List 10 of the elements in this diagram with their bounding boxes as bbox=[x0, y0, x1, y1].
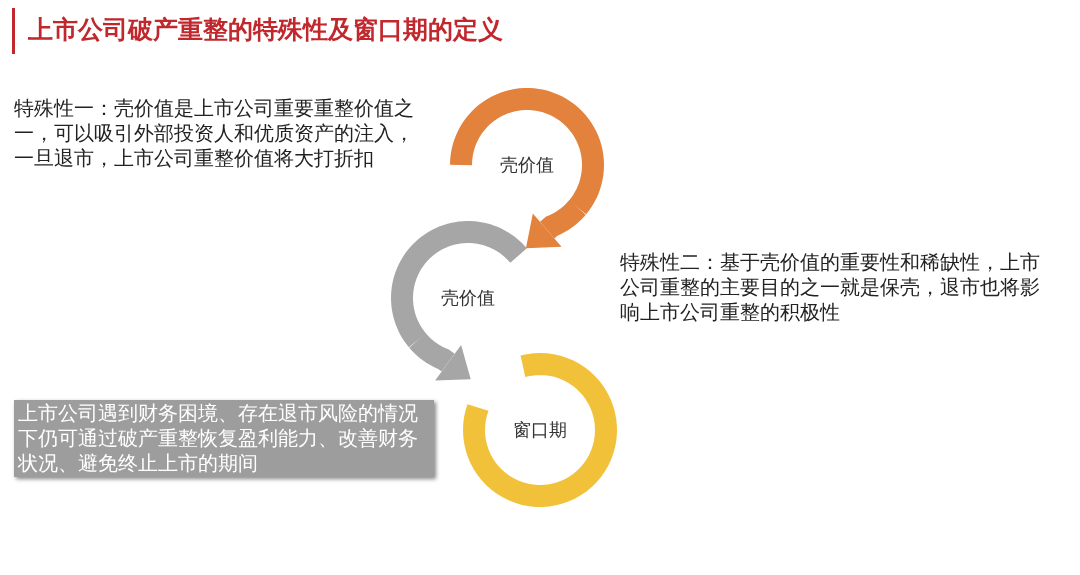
ring-label: 壳价值 bbox=[441, 286, 495, 310]
description-text: 特殊性一：壳价值是上市公司重要重整价值之一，可以吸引外部投资人和优质资产的注入，一旦退市，上市公司重整价值将大打折扣 bbox=[14, 96, 415, 171]
description-text: 特殊性二：基于壳价值的重要性和稀缺性，上市公司重整的主要目的之一就是保壳，退市也将影响上市公司重整的积极性 bbox=[620, 250, 1041, 325]
cycle-ring bbox=[460, 350, 620, 510]
ring-label: 窗口期 bbox=[513, 418, 567, 442]
curved-arrow bbox=[409, 332, 471, 381]
slide-title: 上市公司破产重整的特殊性及窗口期的定义 bbox=[28, 14, 503, 46]
curved-arrow bbox=[525, 199, 586, 249]
definition-text: 上市公司遇到财务困境、存在退市风险的情况下仍可通过破产重整恢复盈利能力、改善财务状况、避免终止上市的期间 bbox=[18, 401, 419, 476]
ring-label: 壳价值 bbox=[500, 153, 554, 177]
